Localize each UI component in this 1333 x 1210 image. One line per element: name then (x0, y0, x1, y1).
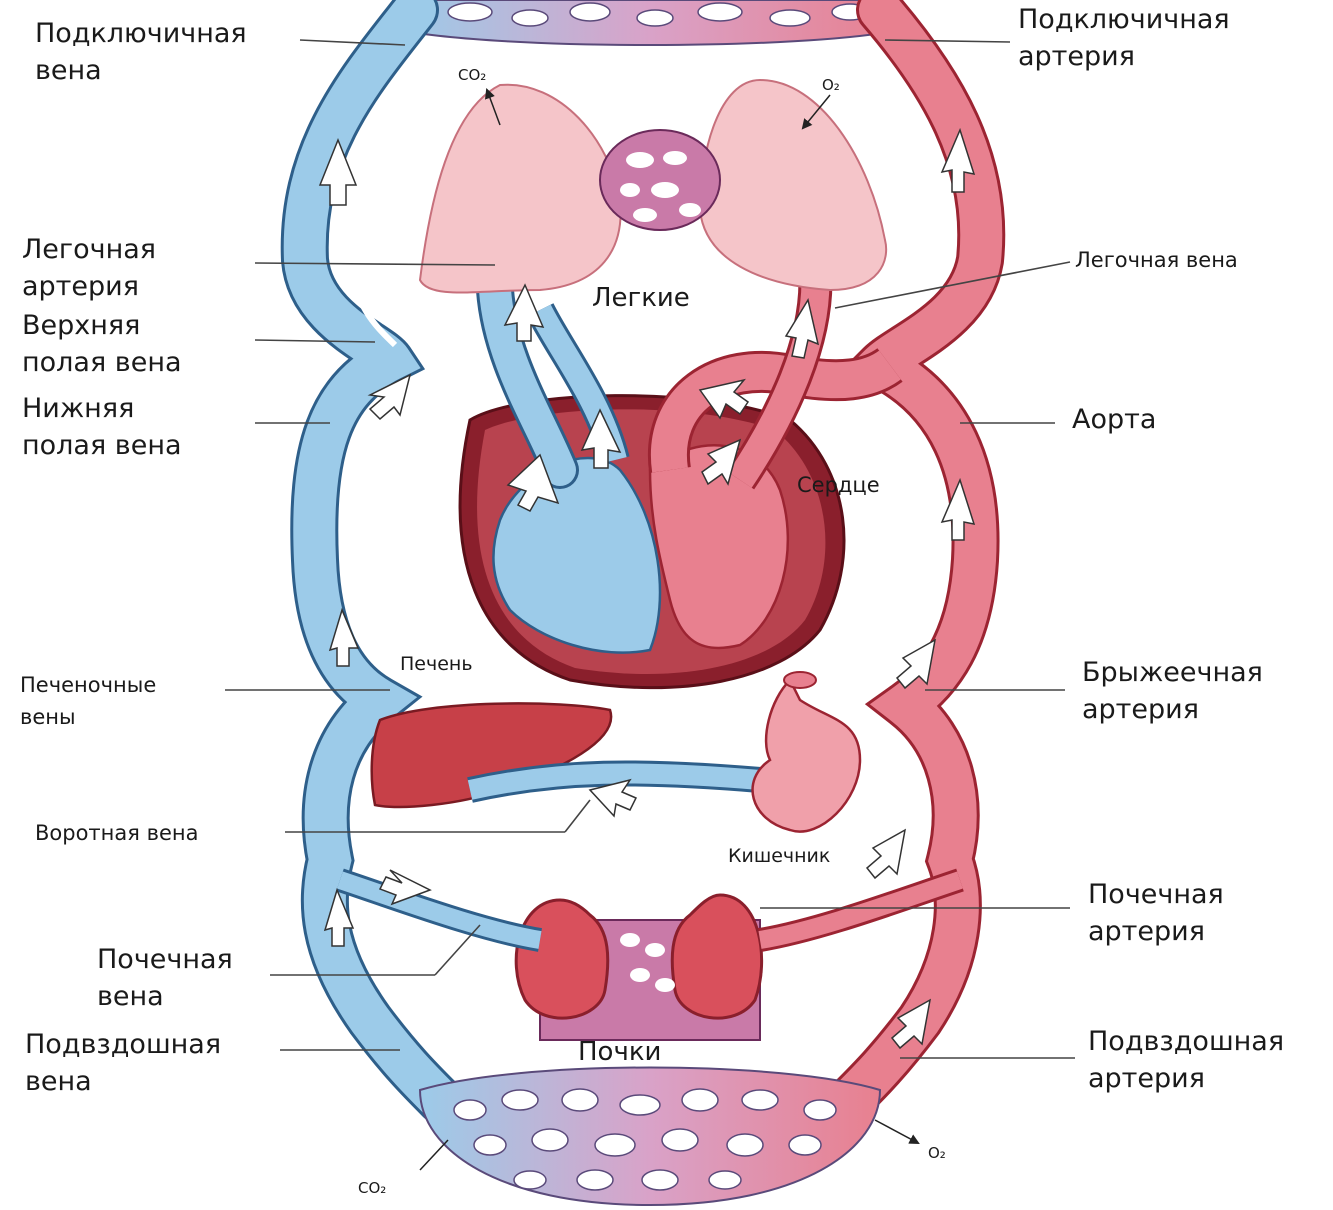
kidneys-label: Почки (578, 1037, 661, 1067)
capillary-bed-top (400, 0, 900, 45)
inferior-vena-cava-label-line1: Нижняя (22, 393, 134, 424)
superior-vena-cava-label: Верхняя полая вена (22, 310, 182, 378)
subclavian-artery-label-line1: Подключичная (1018, 4, 1230, 35)
subclavian-vein-label-line1: Подключичная (35, 18, 247, 49)
iliac-vein-label: Подвздошная вена (25, 1029, 230, 1097)
pulmonary-artery-label-line1: Легочная (22, 234, 156, 265)
iliac-artery-label-line2: артерия (1088, 1063, 1205, 1094)
mesenteric-artery-label: Брыжеечная артерия (1082, 657, 1272, 725)
inferior-vena-cava-label: Нижняя полая вена (22, 393, 182, 461)
renal-vein-label-line1: Почечная (97, 944, 233, 975)
iliac-artery-label: Подвздошная артерия (1088, 1026, 1293, 1094)
renal-vein-label: Почечная вена (97, 944, 241, 1012)
pulmonary-vein-label: Легочная вена (1075, 248, 1238, 272)
mesenteric-artery-label-line1: Брыжеечная (1082, 657, 1263, 688)
iliac-vein-label-line2: вена (25, 1066, 92, 1097)
portal-vein-label: Воротная вена (35, 821, 198, 845)
renal-artery-label-line1: Почечная (1088, 879, 1224, 910)
pulmonary-artery-label-line2: артерия (22, 271, 139, 302)
hepatic-veins-label-line1: Печеночные (20, 673, 156, 697)
iliac-vein-label-line1: Подвздошная (25, 1029, 221, 1060)
mesenteric-artery-label-line2: артерия (1082, 694, 1199, 725)
superior-vena-cava-label-line1: Верхняя (22, 310, 140, 341)
subclavian-vein-label: Подключичная вена (35, 18, 255, 86)
lungs-label: Легкие (592, 283, 690, 313)
renal-artery-label-line2: артерия (1088, 916, 1205, 947)
renal-vein-label-line2: вена (97, 981, 164, 1012)
subclavian-artery-label: Подключичная артерия (1018, 4, 1238, 72)
subclavian-artery-label-line2: артерия (1018, 41, 1135, 72)
intestine (753, 672, 860, 832)
kidneys (340, 880, 960, 1040)
liver-label: Печень (400, 653, 473, 675)
capillary-bed-bottom (420, 1068, 880, 1206)
hepatic-veins-label: Печеночные вены (20, 673, 163, 729)
hepatic-veins-label-line2: вены (20, 705, 76, 729)
pulmonary-artery-label: Легочная артерия (22, 234, 165, 302)
co2-bottom-label: CO₂ (358, 1179, 386, 1197)
intestine-label: Кишечник (728, 845, 830, 867)
subclavian-vein-label-line2: вена (35, 55, 102, 86)
co2-top-label: CO₂ (458, 66, 486, 84)
o2-bottom-label: O₂ (928, 1144, 946, 1162)
superior-vena-cava-label-line2: полая вена (22, 347, 182, 378)
inferior-vena-cava-label-line2: полая вена (22, 430, 182, 461)
o2-top-label: O₂ (822, 76, 840, 94)
aorta-label: Аорта (1072, 404, 1156, 435)
iliac-artery-label-line1: Подвздошная (1088, 1026, 1284, 1057)
heart-label: Сердце (797, 473, 880, 497)
renal-artery-label: Почечная артерия (1088, 879, 1232, 947)
